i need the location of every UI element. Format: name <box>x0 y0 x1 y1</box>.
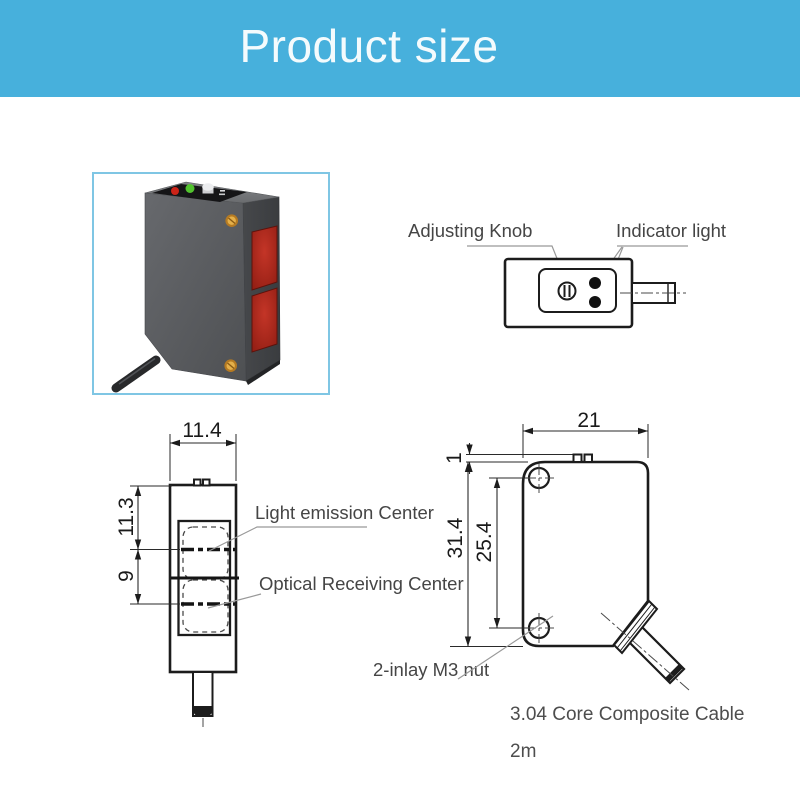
indicator-dot-2 <box>589 296 601 308</box>
cable-collar <box>612 599 659 655</box>
hole-bottom-crosshair <box>524 613 554 643</box>
screw-insert-bottom <box>224 359 237 372</box>
hole-spacing-dim: 25.4 <box>473 521 496 562</box>
top-view-inner-panel <box>538 268 617 313</box>
title-bar: Product size <box>0 0 800 97</box>
cable-spec-label: 3.04 Core Composite Cable <box>510 704 744 725</box>
receiving-leader <box>207 593 262 609</box>
sensor-cable-photo <box>111 355 161 393</box>
side-tab-2 <box>583 453 593 463</box>
emission-leader <box>208 526 367 552</box>
side-body <box>521 460 650 648</box>
page-title: Product size <box>239 19 499 72</box>
lens-window-upper <box>251 225 278 291</box>
knob-slot <box>563 285 571 297</box>
side-view: 21 1 31.4 25.4 2-inlay M3 nut 3.04 <box>373 409 744 762</box>
indicator-light-label: Indicator light <box>616 220 726 241</box>
optical-receiving-label: Optical Receiving Center <box>259 573 464 594</box>
receiver-dashed-outline <box>182 579 229 633</box>
adjusting-knob <box>557 281 577 301</box>
front-width-dim: 11.4 <box>182 419 222 442</box>
panel-marking <box>220 190 225 192</box>
height-dim: 31.4 <box>444 517 467 558</box>
sensor-bottom-edge <box>246 360 280 385</box>
adjusting-knob-label: Adjusting Knob <box>408 220 532 241</box>
m3-nut-leader <box>457 615 554 680</box>
green-led <box>185 184 195 193</box>
red-led <box>171 187 179 195</box>
top-view: Adjusting Knob Indicator light <box>408 220 726 329</box>
front-cable-end <box>193 706 213 717</box>
tab-dim-extlines <box>466 454 578 463</box>
screw-insert-top <box>225 214 238 227</box>
cable-highlight <box>118 357 156 385</box>
cable-end-cap <box>665 664 683 682</box>
m3-nut-label: 2-inlay M3 nut <box>373 659 489 680</box>
knob-top <box>202 183 214 191</box>
emission-offset-dim: 11.3 <box>115 497 138 536</box>
hole-top-crosshair <box>524 463 554 493</box>
front-view: 11.4 11.3 9 Light emission Center Optica… <box>115 419 464 727</box>
side-width-dim: 21 <box>577 409 600 432</box>
cable-centerline <box>600 612 690 691</box>
panel-marking <box>219 193 225 196</box>
product-photo-frame <box>92 172 330 395</box>
front-tab-1 <box>193 478 202 487</box>
collar-hatching <box>617 604 655 651</box>
centers-gap-dim: 9 <box>115 570 138 582</box>
front-tab-2 <box>202 478 211 487</box>
tab-height-dim: 1 <box>443 452 466 464</box>
front-width-extlines <box>169 434 237 481</box>
side-tab-1 <box>572 453 583 463</box>
cable-length-label: 2m <box>510 741 536 762</box>
product-photo <box>111 181 281 393</box>
light-emission-label: Light emission Center <box>255 502 434 523</box>
indicator-dot-1 <box>589 277 601 289</box>
side-width-extlines <box>522 424 649 458</box>
lens-window-lower <box>251 287 278 353</box>
